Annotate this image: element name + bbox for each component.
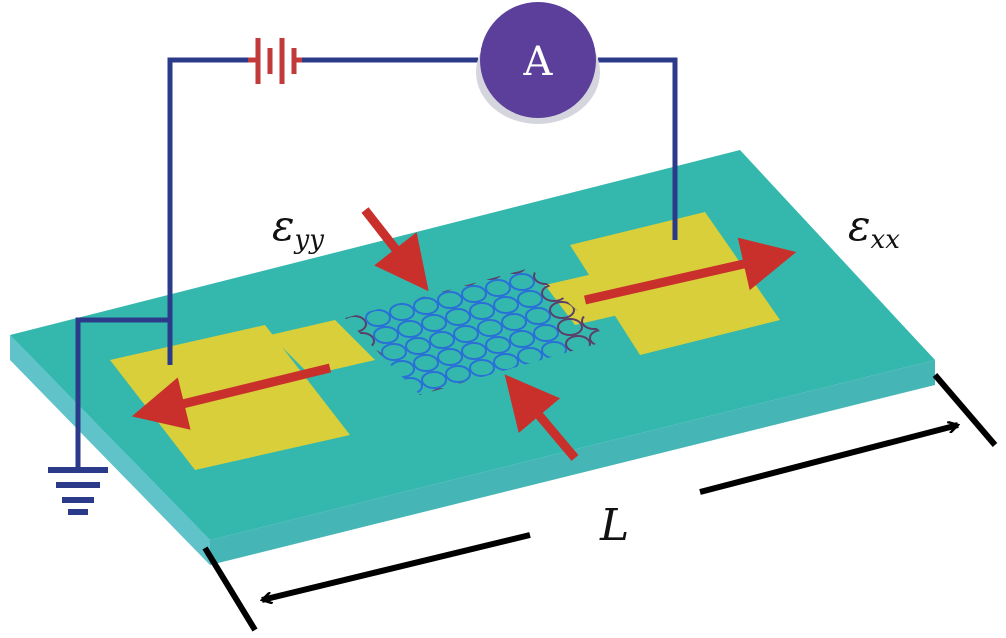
length-label: L: [599, 500, 629, 551]
graphene-cell: [445, 308, 471, 326]
graphene-cell: [485, 336, 511, 354]
dimension-arrow-left: [262, 532, 531, 600]
graphene-cell: [549, 301, 575, 319]
ammeter-icon: A: [476, 2, 600, 124]
graphene-cell: [405, 337, 431, 355]
graphene-cell: [557, 318, 583, 336]
battery-icon: [248, 38, 302, 84]
graphene-cell: [509, 330, 535, 348]
wire-left: [167, 57, 250, 365]
graphene-cell: [389, 303, 415, 321]
graphene-cell: [501, 268, 527, 274]
strain-arrow-left: [131, 363, 332, 430]
strain-arrows: [131, 207, 797, 461]
graphene-cell: [493, 353, 519, 371]
graphene-cell: [445, 365, 471, 383]
ammeter-label: A: [523, 39, 554, 85]
strain-yy-label: εyy: [272, 201, 324, 255]
graphene-cell: [421, 371, 447, 389]
graphene-cell: [509, 273, 535, 291]
wire-ground: [75, 317, 170, 470]
dimension-tick-left: [202, 546, 258, 632]
graphene-cell: [533, 324, 559, 342]
length-dimension: [202, 373, 998, 632]
strain-arrow-bottom: [504, 374, 579, 461]
graphene-cell: [373, 326, 399, 344]
graphene-cell: [421, 314, 447, 332]
graphene-cell: [413, 297, 439, 315]
graphene-cell: [485, 279, 511, 297]
graphene-cell: [365, 309, 391, 327]
graphene-cell: [429, 331, 455, 349]
graphene-cell: [469, 302, 495, 320]
ground-icon: [48, 467, 108, 515]
strain-arrow-right: [584, 237, 797, 305]
graphene-cell: [469, 359, 495, 377]
graphene-cell: [461, 342, 487, 360]
graphene-cell: [525, 307, 551, 325]
graphene-cell: [501, 313, 527, 331]
graphene-cell: [397, 320, 423, 338]
graphene-cell: [477, 319, 503, 337]
strain-xx-label: εxx: [848, 201, 900, 255]
graphene-cell: [437, 348, 463, 366]
graphene-cell: [517, 290, 543, 308]
dimension-tick-right: [932, 373, 998, 447]
substrate-side-face: [210, 360, 935, 565]
dimension-arrow-right: [699, 425, 958, 495]
graphene-cell: [493, 296, 519, 314]
graphene-cell: [461, 285, 487, 303]
graphene-cell: [437, 291, 463, 309]
strain-arrow-top: [361, 207, 429, 292]
substrate-front-face: [10, 335, 210, 565]
graphene-cell: [413, 354, 439, 372]
graphene-cell: [381, 343, 407, 361]
graphene-cell: [453, 325, 479, 343]
circuit-wires: [75, 57, 678, 470]
wire-right: [598, 57, 678, 240]
